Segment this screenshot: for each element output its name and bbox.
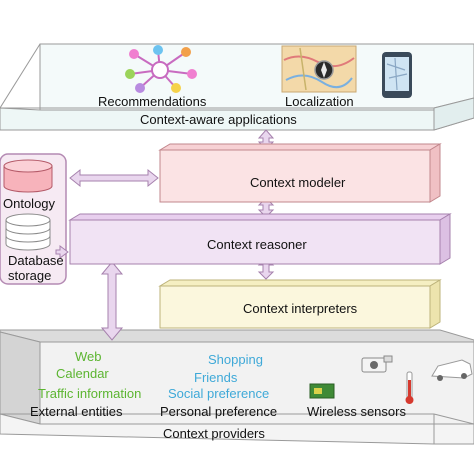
context-reasoner-block (68, 213, 452, 265)
smartphone-map-icon (382, 52, 412, 98)
map-compass-icon (281, 45, 357, 93)
recommendations-label: Recommendations (98, 94, 207, 109)
wireless-sensors-label: Wireless sensors (307, 404, 406, 419)
recommendation-network-icon (125, 45, 197, 93)
context-interpreters-block (158, 279, 442, 329)
database-storage-line-1: Database (8, 253, 64, 268)
database-storage-cylinder-icon (5, 213, 51, 251)
ontology-label: Ontology (3, 196, 56, 211)
context-modeler-label: Context modeler (250, 175, 346, 190)
applications-layer-label: Context-aware applications (140, 112, 297, 127)
sensor-board-icon (309, 383, 335, 399)
arrow-storage-reasoner (55, 245, 69, 259)
personal-item-friends: Friends (194, 370, 238, 385)
external-item-web: Web (75, 349, 102, 364)
ontology-cylinder-icon (3, 159, 53, 193)
external-item-traffic: Traffic information (38, 386, 142, 401)
external-entities-label: External entities (30, 404, 123, 419)
applications-layer (0, 43, 474, 131)
arrow-storage-modeler (69, 168, 159, 188)
external-item-calendar: Calendar (56, 366, 109, 381)
personal-item-shopping: Shopping (208, 352, 263, 367)
localization-label: Localization (285, 94, 354, 109)
camera-icon (361, 355, 393, 373)
personal-item-social: Social preference (168, 386, 270, 401)
context-modeler-block (158, 143, 442, 203)
context-providers-label: Context providers (163, 426, 265, 441)
context-reasoner-label: Context reasoner (207, 237, 307, 252)
car-icon (431, 359, 473, 381)
context-interpreters-label: Context interpreters (243, 301, 358, 316)
arrow-reasoner-providers (100, 261, 124, 341)
personal-preference-label: Personal preference (160, 404, 278, 419)
database-storage-line-2: storage (8, 268, 52, 283)
thermometer-icon (405, 371, 414, 404)
database-storage-label: Database storage (8, 253, 64, 283)
